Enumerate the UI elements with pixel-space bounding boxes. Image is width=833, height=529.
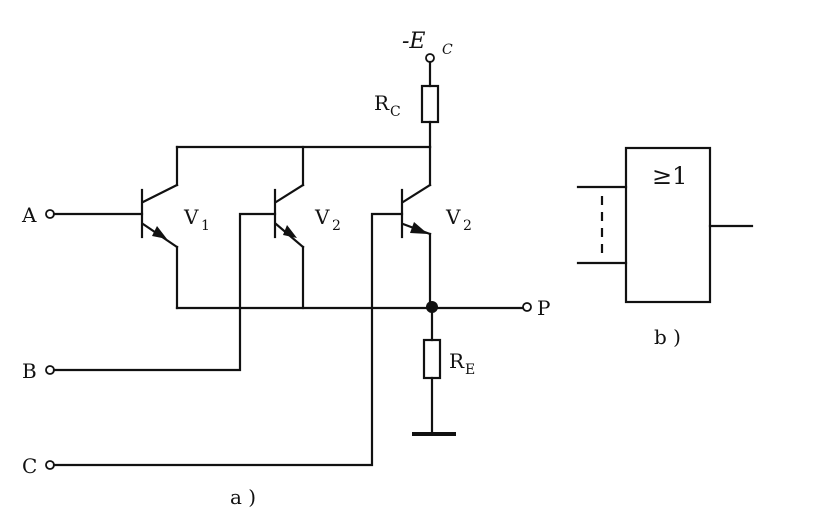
v1-collector-lead <box>141 183 179 204</box>
v1-emitter-arrow <box>152 226 167 239</box>
input-terminal-a <box>45 209 55 219</box>
input-terminal-b <box>45 365 55 375</box>
input-b-label: B <box>22 359 37 383</box>
v2r-emitter-arrow <box>410 222 428 234</box>
transistor-v2-middle <box>273 145 305 310</box>
output-p-label: P <box>537 296 550 320</box>
supply-label: -E <box>402 29 426 54</box>
input-a-label: A <box>21 203 37 227</box>
circuit-a: -E C R C R E V 1 V 2 V 2 A B C P a ) <box>21 29 550 509</box>
v2m-label: V <box>314 205 330 229</box>
gate-symbol-label: ≥1 <box>652 162 687 190</box>
input-b-wire <box>52 212 277 372</box>
input-c-wire <box>52 212 404 467</box>
v2r-collector-lead <box>401 183 432 204</box>
v2m-emitter-arrow <box>283 225 297 238</box>
v2r-label: V <box>445 205 461 229</box>
v2m-collector-lead <box>274 183 305 204</box>
rc-label-sub: C <box>390 104 401 120</box>
re-label: R <box>449 349 465 373</box>
supply-terminal <box>425 53 435 63</box>
input-c-label: C <box>22 454 37 478</box>
rc-label: R <box>374 91 390 115</box>
v1-label-sub: 1 <box>201 218 210 234</box>
caption-b: b ) <box>654 325 681 349</box>
supply-label-sub: C <box>442 42 453 58</box>
v1-label: V <box>183 205 199 229</box>
transistor-v2-right <box>400 145 432 310</box>
re-label-sub: E <box>465 362 475 378</box>
resistor-re <box>422 338 442 380</box>
logic-symbol-b: ≥1 b ) <box>576 146 754 349</box>
input-terminal-c <box>45 460 55 470</box>
output-terminal-p <box>522 302 532 312</box>
resistor-rc <box>420 84 440 124</box>
caption-a: a ) <box>230 485 256 509</box>
v2m-label-sub: 2 <box>332 218 341 234</box>
transistor-v1 <box>140 145 179 310</box>
v2r-label-sub: 2 <box>463 218 472 234</box>
